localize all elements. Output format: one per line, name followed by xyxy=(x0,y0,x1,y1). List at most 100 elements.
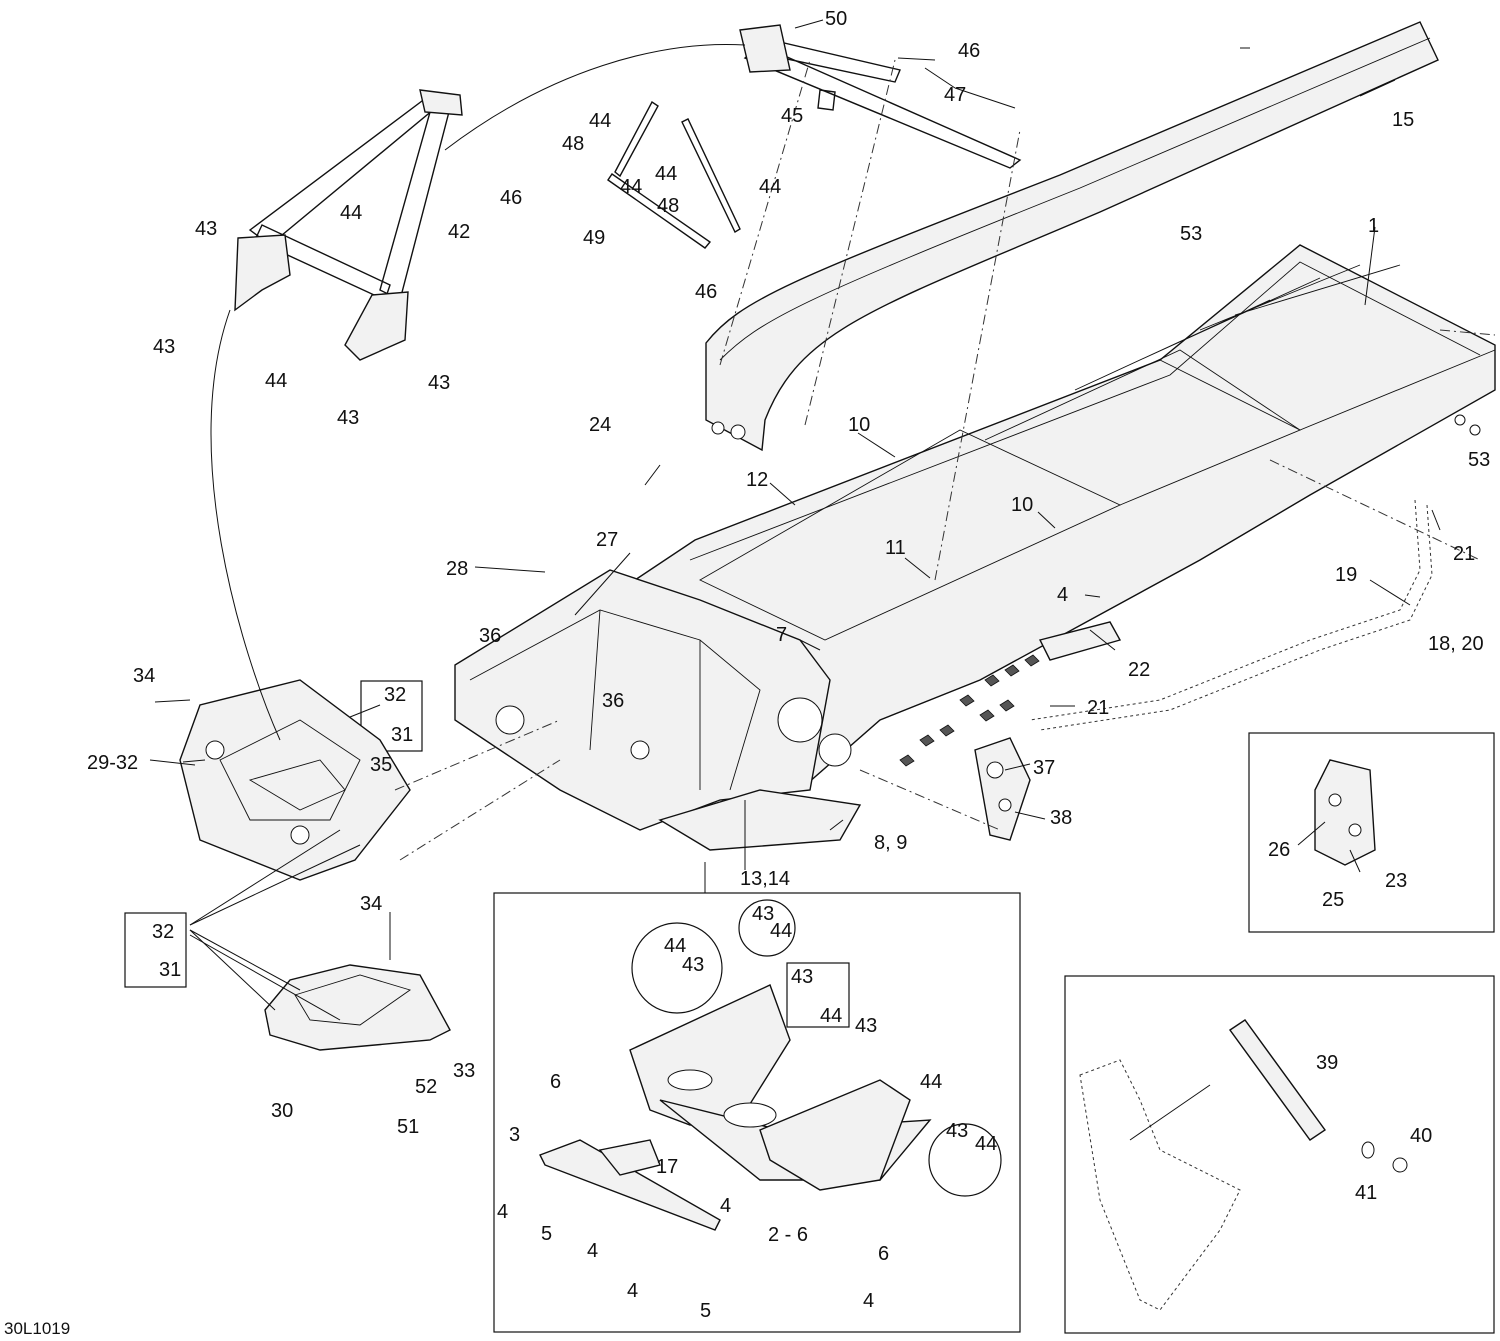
callout-46-c: 46 xyxy=(958,40,980,62)
tunnel-top-part-15 xyxy=(705,21,1439,452)
callout-34-b: 34 xyxy=(360,893,382,915)
callout-2-6: 2 - 6 xyxy=(768,1224,808,1246)
callout-43-f: 43 xyxy=(752,903,774,925)
callout-1: 1 xyxy=(1368,215,1379,237)
callout-3: 3 xyxy=(509,1124,520,1146)
callout-44-d: 44 xyxy=(620,176,642,198)
bracket-part-37 xyxy=(974,737,1031,841)
callout-5-a: 5 xyxy=(541,1223,552,1245)
detail-box-bracket-23 xyxy=(1248,732,1495,933)
callout-43-i: 43 xyxy=(946,1120,968,1142)
callout-24: 24 xyxy=(589,414,611,436)
callout-48-b: 48 xyxy=(657,195,679,217)
callout-50: 50 xyxy=(825,8,847,30)
callout-4-b: 4 xyxy=(587,1240,598,1262)
lower-bracket-part-30 xyxy=(264,964,451,1051)
callout-43-a: 43 xyxy=(195,218,217,240)
figure-code: 30L1019 xyxy=(4,1319,70,1338)
callout-46-a: 46 xyxy=(500,187,522,209)
footrest-holes xyxy=(899,654,1040,767)
callout-39: 39 xyxy=(1316,1052,1338,1074)
detail-box-31-32-lower xyxy=(124,912,187,988)
callout-44-i: 44 xyxy=(820,1005,842,1027)
callout-33: 33 xyxy=(453,1060,475,1082)
detail-circle-43-44-top xyxy=(738,899,796,957)
callout-29-32: 29-32 xyxy=(87,752,138,774)
callout-26: 26 xyxy=(1268,839,1290,861)
callout-53-top: 53 xyxy=(1180,223,1202,245)
callout-44-j: 44 xyxy=(920,1071,942,1093)
callout-43-c: 43 xyxy=(337,407,359,429)
callout-23: 23 xyxy=(1385,870,1407,892)
callout-6-a: 6 xyxy=(550,1071,561,1093)
callout-10-a: 10 xyxy=(848,414,870,436)
callout-labels: 1 15 53 53 10 10 12 11 24 27 28 36 36 7 … xyxy=(4,8,1490,1338)
callout-30: 30 xyxy=(271,1100,293,1122)
detail-box-link-39 xyxy=(1064,975,1495,1334)
callout-51: 51 xyxy=(397,1116,419,1138)
callout-21-b: 21 xyxy=(1087,697,1109,719)
callout-48-a: 48 xyxy=(562,133,584,155)
callout-37: 37 xyxy=(1033,757,1055,779)
callout-4-c: 4 xyxy=(720,1195,731,1217)
detail-box-front-suspension-module xyxy=(493,892,1021,1333)
detail-circle-44-43 xyxy=(631,922,723,1014)
bracket-part-23 xyxy=(1314,759,1376,866)
callout-43-b: 43 xyxy=(153,336,175,358)
callout-43-h: 43 xyxy=(855,1015,877,1037)
callout-8-9: 8, 9 xyxy=(874,832,907,854)
callout-6-b: 6 xyxy=(878,1243,889,1265)
callout-4-main: 4 xyxy=(1057,584,1068,606)
callout-17: 17 xyxy=(656,1156,678,1178)
callout-31-a: 31 xyxy=(391,724,413,746)
callout-46-b: 46 xyxy=(695,281,717,303)
running-board-part-18-20 xyxy=(1029,499,1433,731)
callout-28: 28 xyxy=(446,558,468,580)
leader-lines xyxy=(149,19,1496,1141)
callout-31-b: 31 xyxy=(159,959,181,981)
struts-parts-48-49 xyxy=(607,100,741,249)
callout-44-a: 44 xyxy=(340,202,362,224)
callout-5-b: 5 xyxy=(700,1300,711,1322)
chassis-part-1 xyxy=(454,244,1496,851)
callout-47: 47 xyxy=(944,84,966,106)
callout-44-c: 44 xyxy=(589,110,611,132)
callout-42: 42 xyxy=(448,221,470,243)
callout-44-g: 44 xyxy=(664,935,686,957)
callout-44-k: 44 xyxy=(975,1133,997,1155)
callout-44-h: 44 xyxy=(770,920,792,942)
callout-4-e: 4 xyxy=(863,1290,874,1312)
callout-11: 11 xyxy=(885,537,906,559)
callout-38: 38 xyxy=(1050,807,1072,829)
callout-52: 52 xyxy=(415,1076,437,1098)
callout-18-20: 18, 20 xyxy=(1428,633,1484,655)
detail-box-31-32-upper xyxy=(360,680,423,752)
callout-35: 35 xyxy=(370,754,392,776)
callout-13-14: 13,14 xyxy=(740,868,790,890)
callout-43-e: 43 xyxy=(682,954,704,976)
callout-32-a: 32 xyxy=(384,684,406,706)
callout-10-b: 10 xyxy=(1011,494,1033,516)
callout-19: 19 xyxy=(1335,564,1357,586)
callout-44-e: 44 xyxy=(655,163,677,185)
front-bumper-assy-29-32 xyxy=(179,679,411,881)
callout-44-b: 44 xyxy=(265,370,287,392)
callout-21-a: 21 xyxy=(1453,543,1475,565)
callout-43-g: 43 xyxy=(791,966,813,988)
callout-41: 41 xyxy=(1355,1182,1377,1204)
callout-34-a: 34 xyxy=(133,665,155,687)
callout-4-a: 4 xyxy=(497,1201,508,1223)
callout-43-d: 43 xyxy=(428,372,450,394)
detail-box-43-44 xyxy=(786,962,850,1028)
callout-15: 15 xyxy=(1392,109,1414,131)
callout-45: 45 xyxy=(781,105,803,127)
upper-column-part-45 xyxy=(739,24,1022,169)
callout-22: 22 xyxy=(1128,659,1150,681)
callout-53-right: 53 xyxy=(1468,449,1490,471)
link-part-39 xyxy=(1079,1019,1408,1311)
callout-44-f: 44 xyxy=(759,176,781,198)
front-suspension-module-parts-2-6 xyxy=(539,984,932,1231)
callout-40: 40 xyxy=(1410,1125,1432,1147)
callout-27: 27 xyxy=(596,529,618,551)
